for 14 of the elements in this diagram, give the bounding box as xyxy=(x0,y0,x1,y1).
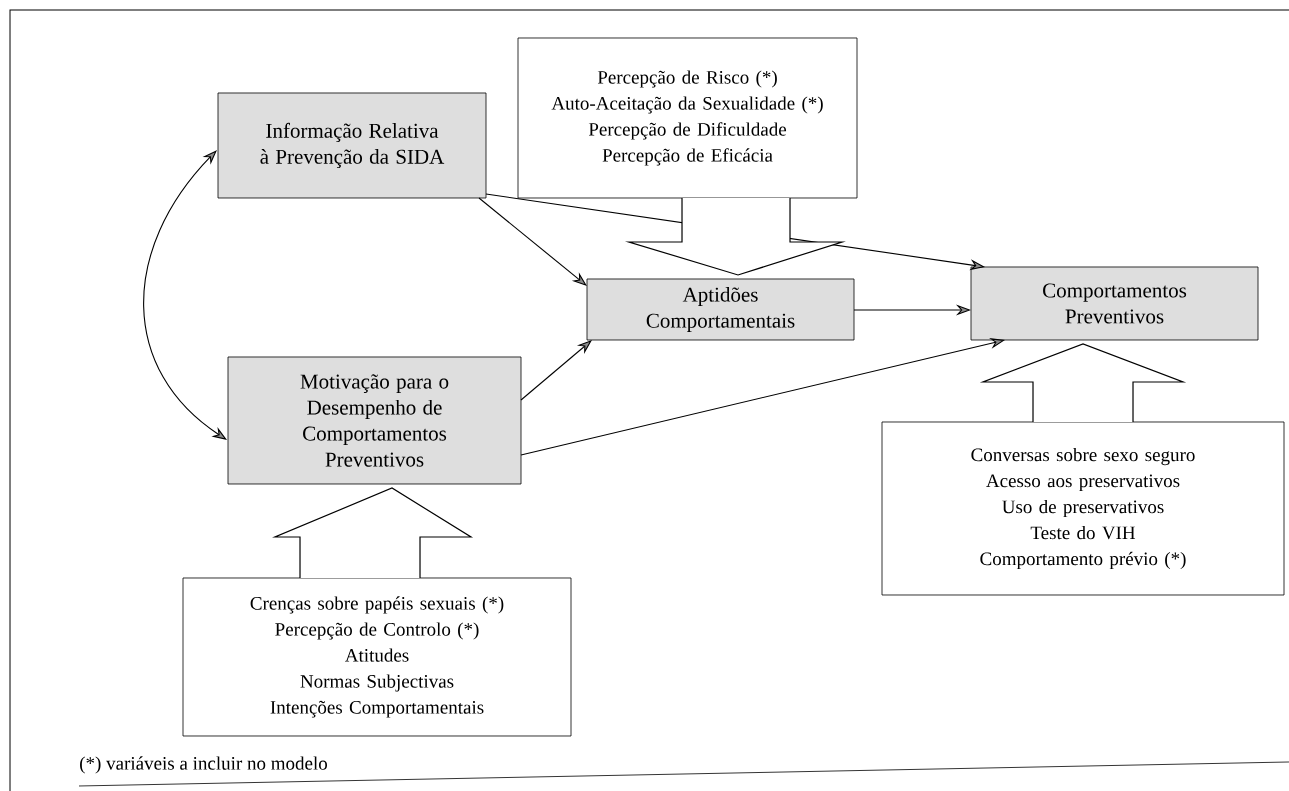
footnote: (*) variáveis a incluir no modelo xyxy=(80,756,327,774)
list-box: Crenças sobre papéis sexuais (*) Percepção de Controlo (*) Atitudes Normas Subjectivas Intenções Comportamentais xyxy=(182,577,572,737)
arrow xyxy=(478,197,587,286)
list-box: Conversas sobre sexo seguro Acesso aos preservativos Uso de preservativos Teste do VIH Comportamento prévio (*) xyxy=(881,421,1285,596)
curved-arrow xyxy=(143,150,227,440)
shaded-box: Motivação para o Desempenho de Comportamentos Preventivos xyxy=(227,356,522,485)
list-box: Percepção de Risco (*) Auto-Aceitação da Sexualidade (*) Percepção de Dificuldade Percepção de Eficácia xyxy=(517,37,858,199)
block-arrow xyxy=(624,197,846,276)
shaded-box: Comportamentos Preventivos xyxy=(970,266,1259,341)
arrow xyxy=(520,340,592,401)
shaded-box: Aptidões Comportamentais xyxy=(586,278,855,341)
block-arrow xyxy=(272,487,474,579)
shaded-box: Informação Relativa à Prevenção da SIDA xyxy=(217,92,487,199)
block-arrow xyxy=(979,343,1187,423)
